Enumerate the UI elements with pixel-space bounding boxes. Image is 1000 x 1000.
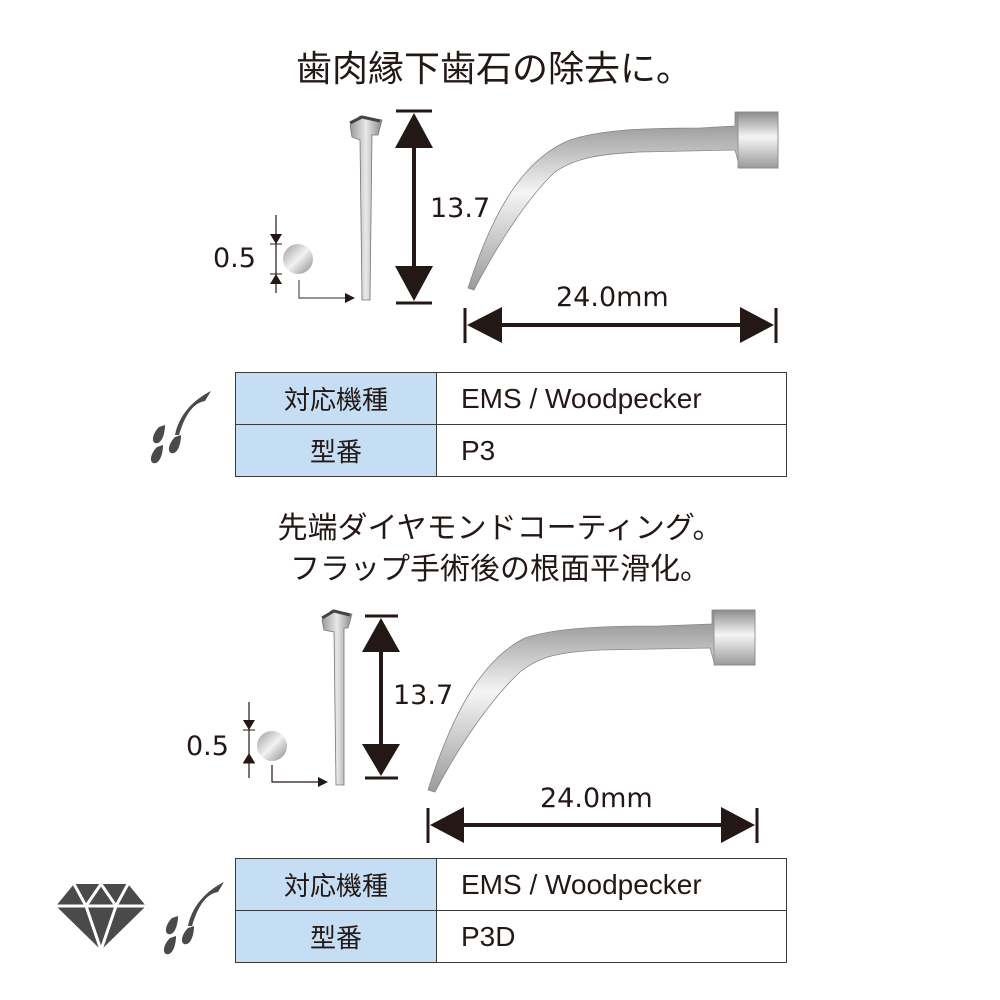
height-label: 13.7 — [393, 680, 454, 711]
tip-side-view — [427, 609, 756, 793]
product-description: 歯肉縁下歯石の除去に。 — [296, 49, 693, 90]
table-row: 対応機種 EMS / Woodpecker — [235, 372, 787, 425]
height-dimension-arrow — [395, 109, 433, 305]
tip-front-view — [349, 115, 383, 301]
water-spray-icon — [150, 391, 211, 464]
tip-ball — [283, 244, 313, 274]
spec-label-model-number: 型番 — [235, 910, 437, 963]
spec-table: 対応機種 EMS / Woodpecker 型番 P3D — [235, 858, 787, 963]
spec-value-model-number: P3 — [436, 424, 787, 477]
diameter-dimension-marks — [270, 215, 282, 293]
table-row: 型番 P3 — [235, 424, 787, 477]
spec-label-model-number: 型番 — [235, 424, 437, 477]
tip-diameter-label: 0.5 — [213, 243, 256, 274]
spec-table: 対応機種 EMS / Woodpecker 型番 P3 — [235, 372, 787, 477]
spec-label-compatible-models: 対応機種 — [235, 858, 437, 911]
spec-value-compatible-models: EMS / Woodpecker — [436, 372, 787, 425]
diameter-dimension-marks — [243, 702, 255, 778]
tip-front-view — [321, 609, 353, 786]
product-description-line-2: フラップ手術後の根面平滑化。 — [290, 552, 710, 587]
tip-ball — [257, 731, 287, 761]
spec-label-compatible-models: 対応機種 — [235, 372, 437, 425]
spec-value-compatible-models: EMS / Woodpecker — [436, 858, 787, 911]
table-row: 対応機種 EMS / Woodpecker — [235, 858, 787, 911]
height-label: 13.7 — [430, 193, 491, 224]
tip-diameter-label: 0.5 — [186, 731, 229, 762]
water-spray-icon — [163, 882, 224, 955]
product-description-line-1: 先端ダイヤモンドコーティング。 — [277, 511, 723, 546]
length-label: 24.0mm — [540, 783, 653, 814]
diamond-icon — [56, 881, 146, 951]
spec-value-model-number: P3D — [436, 910, 787, 963]
length-label: 24.0mm — [556, 282, 669, 313]
table-row: 型番 P3D — [235, 910, 787, 963]
tip-side-view — [467, 111, 779, 291]
